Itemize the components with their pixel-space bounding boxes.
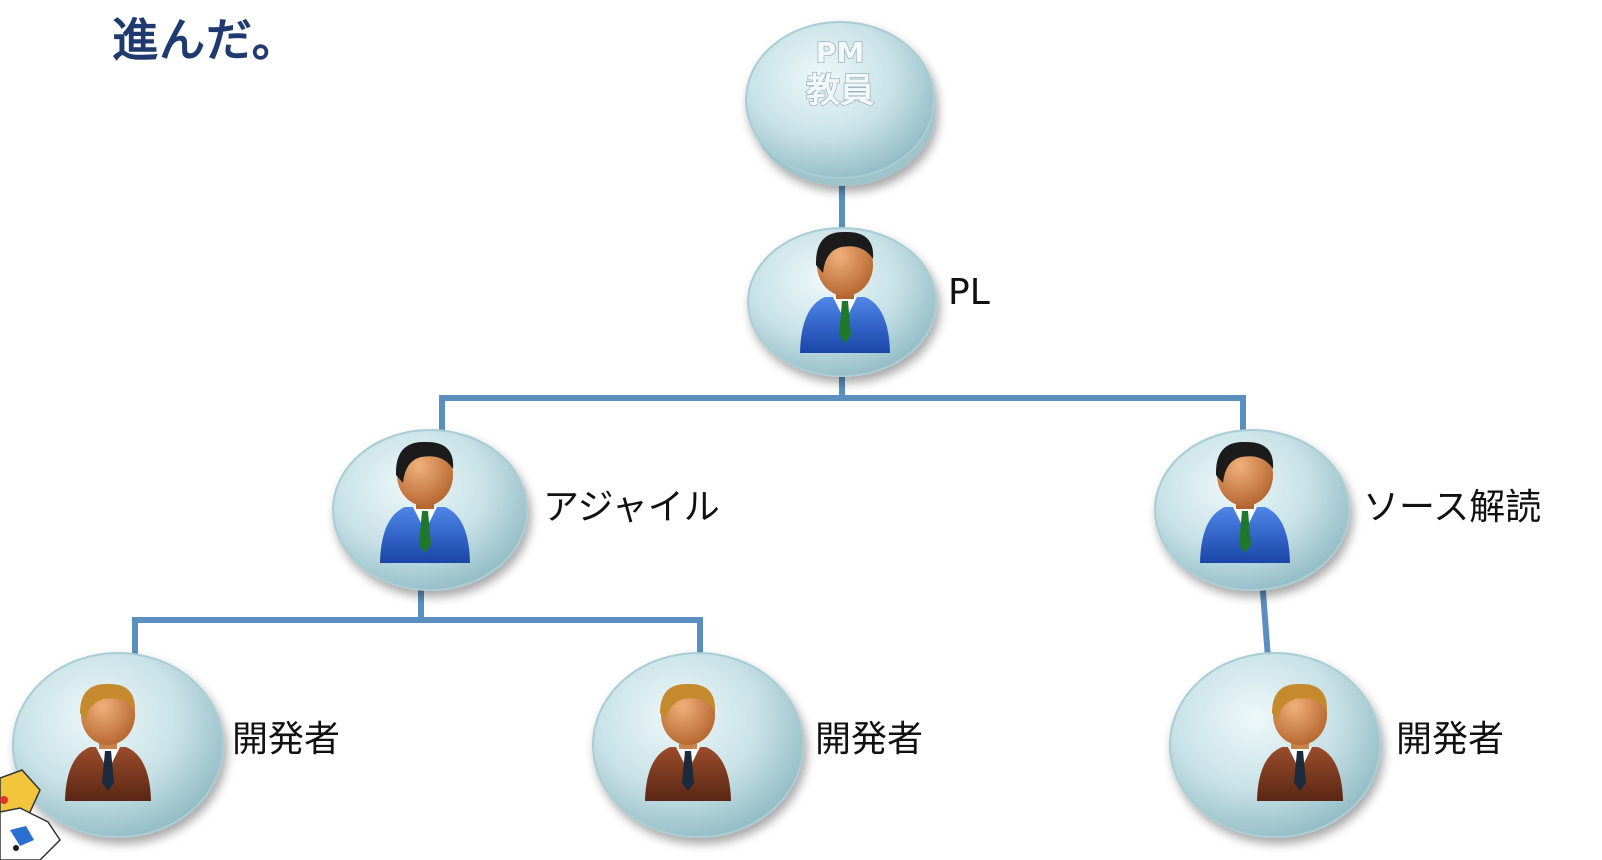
heading: 進んだ。	[112, 13, 299, 67]
label-developer-3: 開発者	[1396, 719, 1505, 760]
label-developer-1: 開発者	[232, 719, 341, 760]
pm-node-line2: 教員	[806, 71, 874, 111]
team-node-agile	[332, 429, 528, 591]
pl-node	[747, 227, 937, 377]
label-developer-2: 開発者	[815, 719, 924, 760]
pm-node-line1: PM	[816, 36, 864, 69]
developer-node-3	[1169, 652, 1381, 838]
mascot-clipart	[0, 769, 61, 860]
developer-node-1	[12, 652, 224, 838]
developer-node-2	[592, 652, 804, 838]
label-team-agile: アジャイル	[543, 487, 720, 528]
label-team-source: ソース解読	[1363, 487, 1542, 528]
connector-source-dev3	[1259, 588, 1272, 662]
team-node-source	[1154, 429, 1350, 591]
label-pl: PL	[948, 272, 990, 313]
pm-node: PM 教員	[745, 21, 935, 186]
connector-lines	[132, 177, 1272, 663]
